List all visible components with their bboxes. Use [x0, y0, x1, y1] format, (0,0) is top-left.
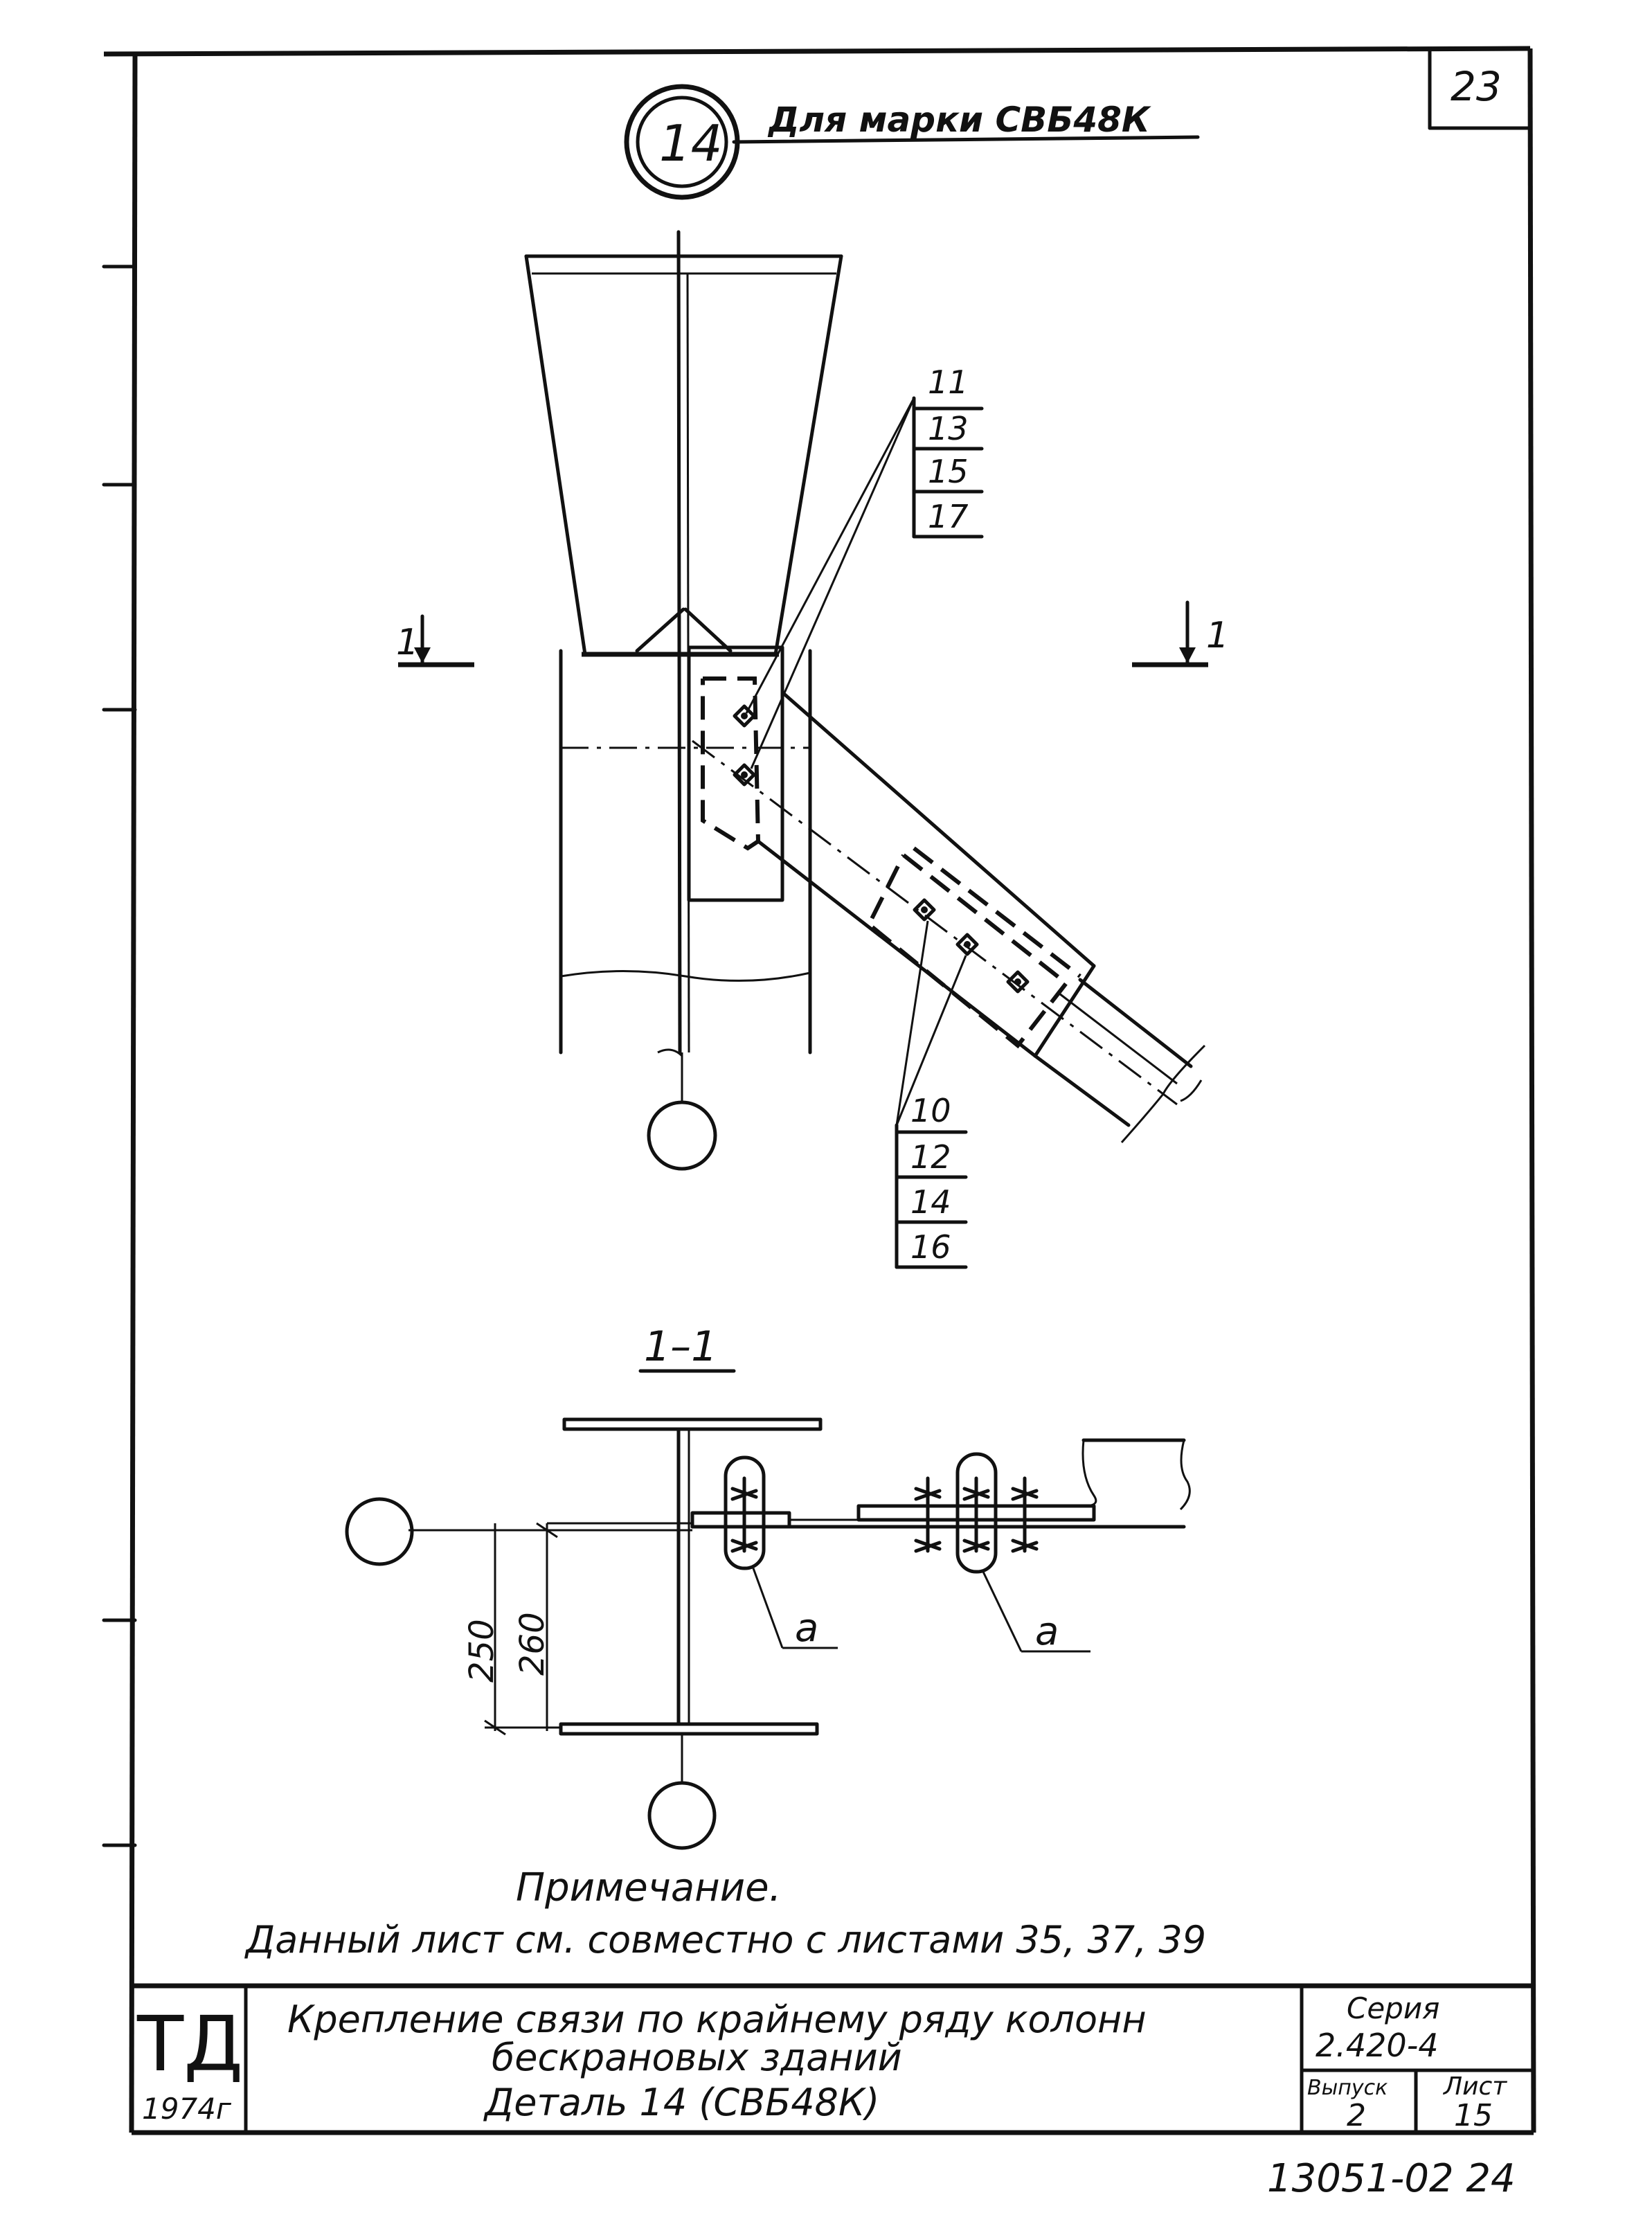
title-block: ТД 1974г Крепление связи по крайнему ряд… [132, 1983, 1536, 2135]
position-mark: 12 [910, 1138, 951, 1176]
title-line: Крепление связи по крайнему ряду колонн [287, 1998, 1147, 2041]
position-mark: 14 [910, 1183, 951, 1221]
archive-stamp: 13051-02 24 [1267, 2156, 1516, 2201]
title-line: Деталь 14 (СВБ48К) [483, 2081, 879, 2124]
page-number: 23 [1451, 63, 1502, 110]
axis-bubble [647, 1052, 717, 1171]
svg-text:1: 1 [1206, 615, 1229, 656]
title-line: бескрановых зданий [492, 2036, 902, 2079]
sheet-frame [102, 46, 1536, 2135]
org-mark: ТД [136, 2000, 243, 2088]
detail-title: Для марки СВБ48К [767, 100, 1151, 140]
page-number-box: 23 [1428, 46, 1532, 130]
issue-value: 2 [1347, 2098, 1366, 2133]
position-marks-upper: 11 13 15 17 [745, 364, 984, 769]
note-text: Данный лист см. совместно с листами 35, … [244, 1918, 1206, 1962]
weld-label: а [1035, 1609, 1059, 1654]
sheet-label: Лист [1442, 2072, 1507, 2101]
bolt-symbol [913, 898, 1030, 994]
series-value: 2.420-4 [1316, 2027, 1439, 2064]
position-mark: 16 [910, 1228, 951, 1266]
sheet-value: 15 [1454, 2098, 1493, 2133]
note: Примечание. Данный лист см. совместно с … [244, 1865, 1206, 1962]
series-label: Серия [1347, 1991, 1439, 2025]
detail-callout: 14 Для марки СВБ48К [624, 84, 1200, 200]
bolt-symbol [730, 1476, 1039, 1553]
section-title: 1–1 [644, 1322, 717, 1371]
section-marker-right: 1 [1132, 600, 1229, 667]
position-mark: 15 [928, 453, 969, 490]
dimension-label: 260 [513, 1612, 552, 1676]
detail-number: 14 [659, 114, 723, 172]
dimension-label: 250 [463, 1619, 501, 1683]
year: 1974г [142, 2092, 232, 2126]
position-mark: 10 [910, 1092, 951, 1129]
issue-label: Выпуск [1307, 2076, 1388, 2100]
diagonal-brace [692, 690, 1206, 1143]
column-elevation [524, 230, 843, 1057]
svg-text:1: 1 [396, 622, 419, 663]
position-mark: 13 [928, 410, 969, 447]
section-1-1: 1–1 [345, 1322, 1191, 1850]
bolt-symbol [733, 704, 756, 787]
position-marks-lower: 10 12 14 16 [895, 920, 968, 1269]
position-mark: 11 [928, 364, 969, 401]
section-marker-left: 1 [396, 614, 474, 667]
position-mark: 17 [928, 498, 969, 535]
weld-label: а [795, 1606, 818, 1651]
note-heading: Примечание. [516, 1865, 781, 1910]
